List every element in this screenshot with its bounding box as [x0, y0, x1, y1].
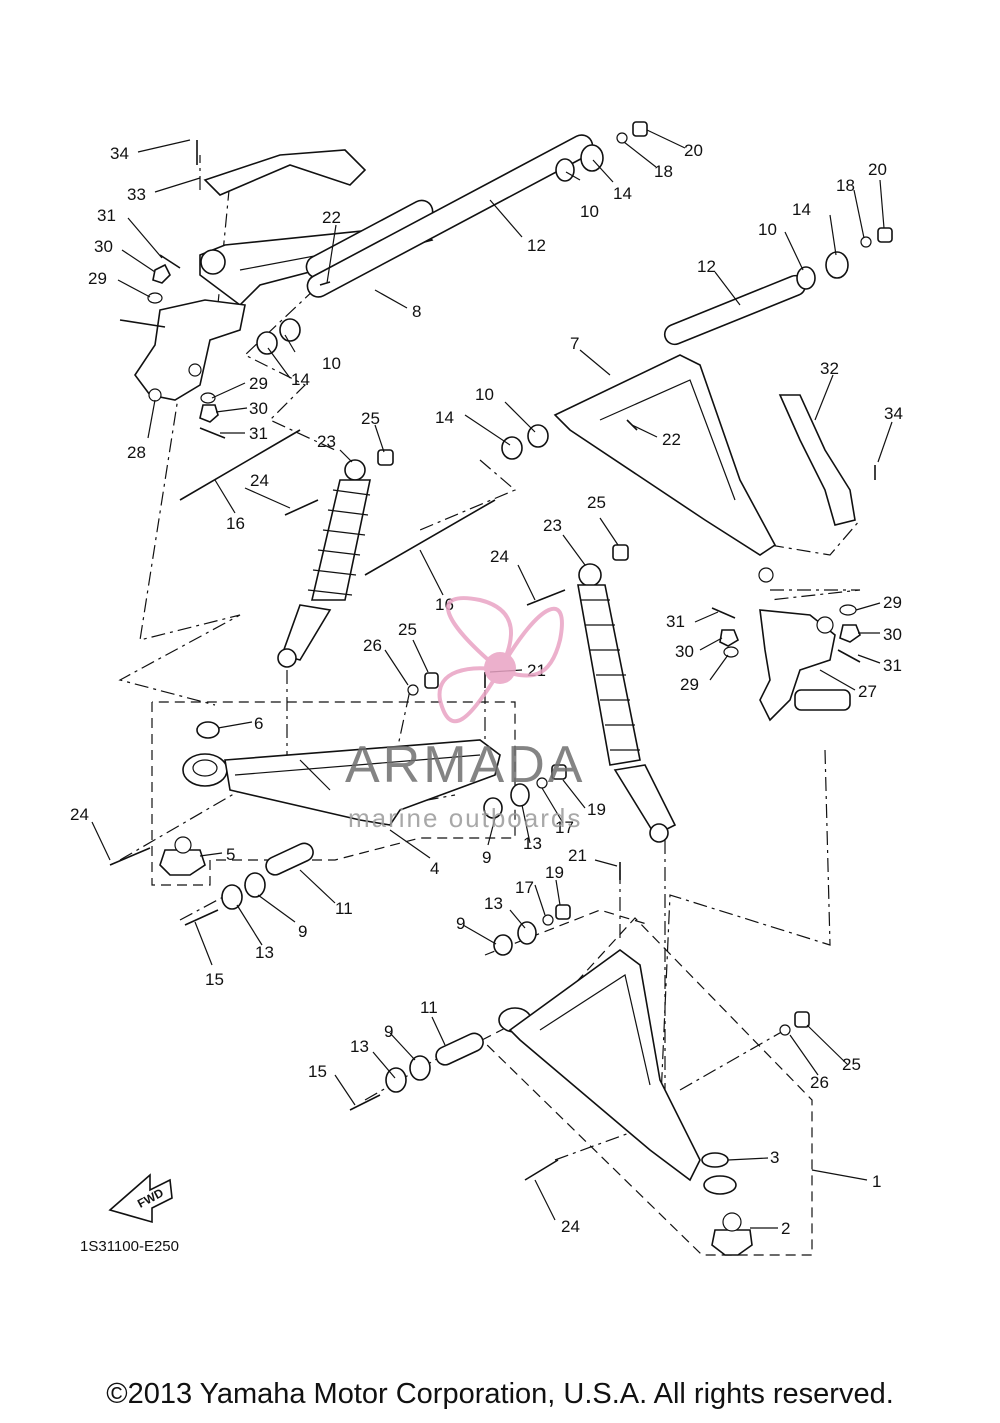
callout-5: 5 — [226, 845, 235, 864]
brake-hose-bracket-right — [778, 394, 856, 526]
callout-2: 2 — [781, 1219, 790, 1238]
shock-left — [277, 459, 371, 668]
callout-13-d: 13 — [350, 1037, 369, 1056]
callout-13-a: 13 — [523, 834, 542, 853]
watermark-tagline: marine outboards — [348, 803, 583, 833]
callout-31-a: 31 — [97, 206, 116, 225]
callout-9-c: 9 — [456, 914, 465, 933]
callout-10-a: 10 — [580, 202, 599, 221]
callout-23-b: 23 — [543, 516, 562, 535]
callout-6: 6 — [254, 714, 263, 733]
callout-24-c: 24 — [70, 805, 89, 824]
callout-10-c: 10 — [322, 354, 341, 373]
callout-4: 4 — [430, 859, 439, 878]
lower-arm-right — [498, 949, 737, 1195]
callout-19-a: 19 — [587, 800, 606, 819]
callout-9-d: 9 — [384, 1022, 393, 1041]
callout-25-a: 25 — [361, 409, 380, 428]
callout-15-a: 15 — [205, 970, 224, 989]
callout-29-b: 29 — [249, 374, 268, 393]
callout-18-a: 18 — [654, 162, 673, 181]
callout-10-d: 10 — [475, 385, 494, 404]
callout-25-c: 25 — [398, 620, 417, 639]
watermark-logo — [437, 596, 564, 724]
callout-17-b: 17 — [515, 878, 534, 897]
callout-34-a: 34 — [110, 144, 129, 163]
callout-numbers: 1 2 3 4 5 6 7 8 9 9 9 9 10 10 10 10 11 1… — [70, 141, 903, 1238]
callout-9-a: 9 — [482, 848, 491, 867]
callout-9-b: 9 — [298, 922, 307, 941]
callout-24-d: 24 — [561, 1217, 580, 1236]
lower-arm-left — [182, 739, 501, 826]
callout-32: 32 — [820, 359, 839, 378]
callout-12-a: 12 — [527, 236, 546, 255]
callout-30-b: 30 — [249, 399, 268, 418]
callout-3: 3 — [770, 1148, 779, 1167]
callout-20-a: 20 — [684, 141, 703, 160]
callout-26-b: 26 — [810, 1073, 829, 1092]
callout-24-a: 24 — [250, 471, 269, 490]
brake-hose-bracket-left — [203, 149, 367, 196]
ball-joints — [159, 567, 774, 1256]
shock-right — [577, 563, 677, 843]
callout-13-c: 13 — [484, 894, 503, 913]
callout-21-b: 21 — [568, 846, 587, 865]
callout-29-a: 29 — [88, 269, 107, 288]
small-hardware — [109, 121, 893, 1181]
watermark-name: ARMADA — [345, 736, 586, 794]
callout-26-a: 26 — [363, 636, 382, 655]
callout-16-b: 16 — [435, 595, 454, 614]
callout-33: 33 — [127, 185, 146, 204]
callout-10-b: 10 — [758, 220, 777, 239]
callout-31-c: 31 — [666, 612, 685, 631]
callout-31-d: 31 — [883, 656, 902, 675]
callout-25-d: 25 — [842, 1055, 861, 1074]
part-code: 1S31100-E250 — [80, 1238, 179, 1255]
callout-13-b: 13 — [255, 943, 274, 962]
callout-31-b: 31 — [249, 424, 268, 443]
copyright-text: ©2013 Yamaha Motor Corporation, U.S.A. A… — [106, 1378, 894, 1410]
callout-11-b: 11 — [420, 998, 438, 1017]
callout-19-b: 19 — [545, 863, 564, 882]
knuckle-left — [119, 249, 246, 402]
callout-30-c: 30 — [883, 625, 902, 644]
callout-34-b: 34 — [884, 404, 903, 423]
callout-27: 27 — [858, 682, 877, 701]
callout-18-b: 18 — [836, 176, 855, 195]
callout-22-a: 22 — [322, 208, 341, 227]
leader-lines — [91, 129, 893, 1229]
upper-arm-right — [553, 354, 777, 556]
callout-30-a: 30 — [94, 237, 113, 256]
callout-11-a: 11 — [335, 899, 353, 918]
callout-29-d: 29 — [680, 675, 699, 694]
callout-15-b: 15 — [308, 1062, 327, 1081]
callout-22-b: 22 — [662, 430, 681, 449]
callout-12-b: 12 — [697, 257, 716, 276]
callout-14-c: 14 — [291, 370, 310, 389]
knuckle-right — [759, 609, 851, 722]
callout-8: 8 — [412, 302, 421, 321]
callout-24-b: 24 — [490, 547, 509, 566]
callout-14-b: 14 — [792, 200, 811, 219]
callout-16-a: 16 — [226, 514, 245, 533]
callout-29-c: 29 — [883, 593, 902, 612]
callout-20-b: 20 — [868, 160, 887, 179]
callout-7: 7 — [570, 334, 579, 353]
callout-25-b: 25 — [587, 493, 606, 512]
fwd-arrow: FWD — [108, 1173, 173, 1224]
callout-1: 1 — [872, 1172, 881, 1191]
watermark-propeller-icon — [437, 596, 564, 724]
callout-23-a: 23 — [317, 432, 336, 451]
callout-28: 28 — [127, 443, 146, 462]
callout-30-d: 30 — [675, 642, 694, 661]
callout-17-a: 17 — [555, 818, 574, 837]
callout-14-a: 14 — [613, 184, 632, 203]
callout-14-d: 14 — [435, 408, 454, 427]
